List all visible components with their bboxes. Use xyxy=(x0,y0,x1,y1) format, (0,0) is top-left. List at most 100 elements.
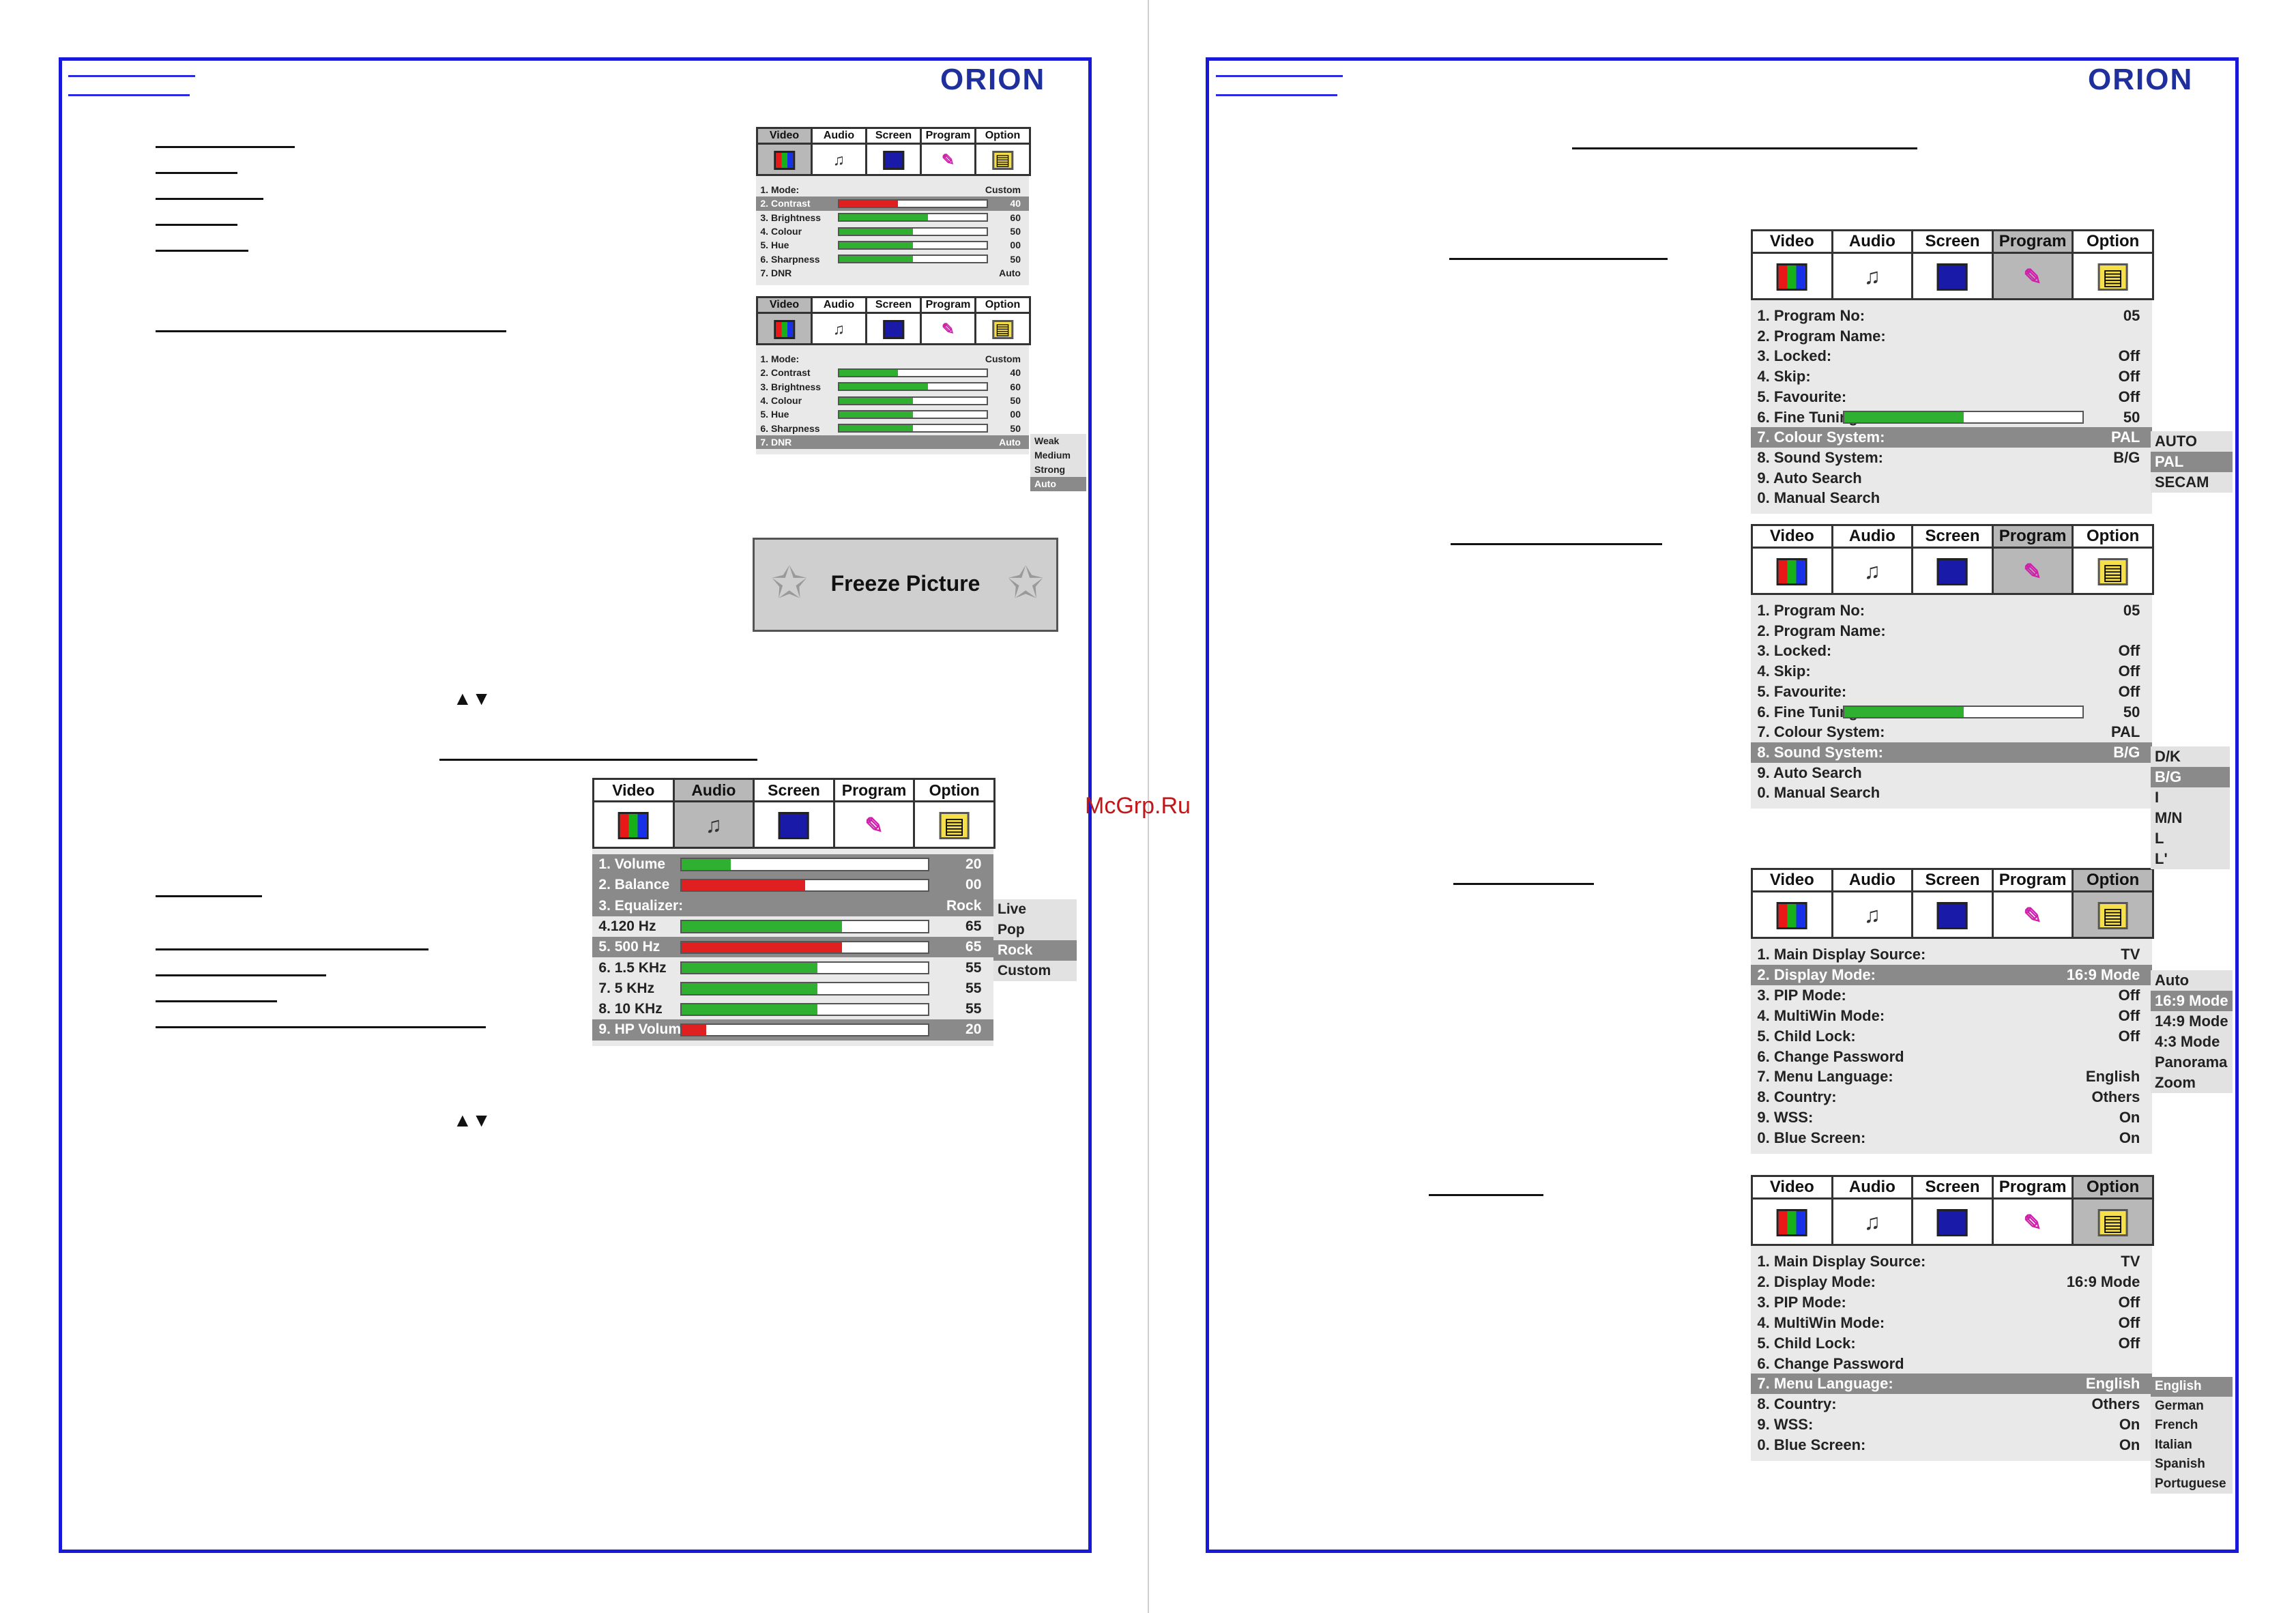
tab-program[interactable]: Program✎ xyxy=(832,778,916,849)
popup-option[interactable]: B/G xyxy=(2151,767,2230,787)
level-bar[interactable] xyxy=(838,240,988,250)
menu-item[interactable]: 0. Blue Screen:On xyxy=(1751,1435,2152,1455)
menu-item[interactable]: 8. Sound System:B/G xyxy=(1751,742,2152,763)
popup-option[interactable]: SECAM xyxy=(2155,474,2209,491)
menu-item[interactable]: 1. Mode:Custom xyxy=(756,352,1029,366)
tab-program[interactable]: Program✎ xyxy=(1991,868,2074,939)
level-bar[interactable] xyxy=(838,255,988,264)
level-bar[interactable] xyxy=(838,424,988,433)
menu-item[interactable]: 4. Skip:Off xyxy=(1751,366,2152,387)
tab-option[interactable]: Option▤ xyxy=(2072,1175,2154,1246)
tab-video[interactable]: Video xyxy=(1751,229,1833,300)
tab-audio[interactable]: Audio♫ xyxy=(1831,229,1914,300)
menu-item[interactable]: 7. Colour System:PAL xyxy=(1751,722,2152,742)
menu-item[interactable]: 8. Sound System:B/G xyxy=(1751,448,2152,468)
menu-item[interactable]: 1. Mode:Custom xyxy=(756,183,1029,197)
level-bar[interactable] xyxy=(1843,410,2084,424)
level-bar[interactable] xyxy=(680,940,929,955)
tab-video[interactable]: Video xyxy=(756,127,813,176)
level-bar[interactable] xyxy=(680,982,929,996)
popup-option[interactable]: Custom xyxy=(998,963,1051,978)
menu-item[interactable]: 1. Main Display Source:TV xyxy=(1751,1251,2152,1272)
tab-option[interactable]: Option▤ xyxy=(2072,868,2154,939)
menu-item[interactable]: 6. Change Password xyxy=(1751,1354,2152,1374)
tab-program[interactable]: Program✎ xyxy=(920,127,976,176)
menu-item[interactable]: 0. Blue Screen:On xyxy=(1751,1128,2152,1148)
popup-option[interactable]: Spanish xyxy=(2155,1457,2205,1471)
menu-item[interactable]: 9. WSS:On xyxy=(1751,1107,2152,1128)
popup-option[interactable]: D/K xyxy=(2155,748,2181,765)
popup-option[interactable]: Zoom xyxy=(2155,1074,2196,1091)
menu-item[interactable]: 6. Change Password xyxy=(1751,1047,2152,1067)
popup-option[interactable]: Strong xyxy=(1034,464,1066,475)
tab-video[interactable]: Video xyxy=(592,778,675,849)
tab-audio[interactable]: Audio♫ xyxy=(1831,868,1914,939)
popup-option[interactable]: Auto xyxy=(1030,477,1086,491)
menu-item[interactable]: 1. Program No:05 xyxy=(1751,306,2152,326)
menu-item[interactable]: 5. Favourite:Off xyxy=(1751,387,2152,407)
tab-option[interactable]: Option▤ xyxy=(974,296,1031,345)
tab-screen[interactable]: Screen xyxy=(1911,229,1994,300)
popup-option[interactable]: Weak xyxy=(1034,435,1060,446)
tab-audio[interactable]: Audio♫ xyxy=(811,296,867,345)
popup-option[interactable]: AUTO xyxy=(2155,433,2197,450)
popup-option[interactable]: Auto xyxy=(2155,972,2190,989)
popup-option[interactable]: English xyxy=(2151,1377,2233,1397)
tab-audio[interactable]: Audio♫ xyxy=(672,778,755,849)
menu-item[interactable]: 4. MultiWin Mode:Off xyxy=(1751,1006,2152,1026)
menu-item[interactable]: 7. Menu Language:English xyxy=(1751,1066,2152,1087)
menu-item[interactable]: 3. Locked:Off xyxy=(1751,641,2152,661)
level-bar[interactable] xyxy=(680,878,929,892)
menu-item[interactable]: 2. Program Name: xyxy=(1751,326,2152,347)
menu-item[interactable]: 5. Child Lock:Off xyxy=(1751,1026,2152,1047)
tab-screen[interactable]: Screen xyxy=(1911,1175,1994,1246)
tab-video[interactable]: Video xyxy=(756,296,813,345)
menu-item[interactable]: 9. WSS:On xyxy=(1751,1414,2152,1435)
popup-option[interactable]: Italian xyxy=(2155,1437,2192,1452)
menu-item[interactable]: 4. MultiWin Mode:Off xyxy=(1751,1313,2152,1333)
level-bar[interactable] xyxy=(680,1002,929,1016)
menu-item[interactable]: 2. Program Name: xyxy=(1751,621,2152,641)
tab-screen[interactable]: Screen xyxy=(1911,524,1994,595)
tab-audio[interactable]: Audio♫ xyxy=(1831,1175,1914,1246)
tab-program[interactable]: Program✎ xyxy=(1991,1175,2074,1246)
level-bar[interactable] xyxy=(838,227,988,236)
level-bar[interactable] xyxy=(838,199,988,208)
menu-item[interactable]: 9. Auto Search xyxy=(1751,468,2152,489)
menu-item[interactable]: 4. Skip:Off xyxy=(1751,661,2152,682)
popup-option[interactable]: I xyxy=(2155,789,2160,806)
popup-option[interactable]: Live xyxy=(998,901,1027,917)
popup-option[interactable]: 4:3 Mode xyxy=(2155,1033,2220,1050)
menu-item[interactable]: 9. Auto Search xyxy=(1751,763,2152,783)
menu-item[interactable]: 8. Country:Others xyxy=(1751,1087,2152,1107)
level-bar[interactable] xyxy=(680,920,929,933)
menu-item[interactable]: 0. Manual Search xyxy=(1751,783,2152,803)
tab-option[interactable]: Option▤ xyxy=(2072,229,2154,300)
tab-video[interactable]: Video xyxy=(1751,1175,1833,1246)
tab-program[interactable]: Program✎ xyxy=(920,296,976,345)
tab-screen[interactable]: Screen xyxy=(865,127,922,176)
menu-item[interactable]: 3. Locked:Off xyxy=(1751,346,2152,366)
menu-item[interactable]: 0. Manual Search xyxy=(1751,488,2152,508)
popup-option[interactable]: Rock xyxy=(993,940,1077,961)
popup-option[interactable]: Panorama xyxy=(2155,1053,2228,1071)
tab-screen[interactable]: Screen xyxy=(865,296,922,345)
popup-option[interactable]: Pop xyxy=(998,922,1025,938)
tab-program[interactable]: Program✎ xyxy=(1991,229,2074,300)
